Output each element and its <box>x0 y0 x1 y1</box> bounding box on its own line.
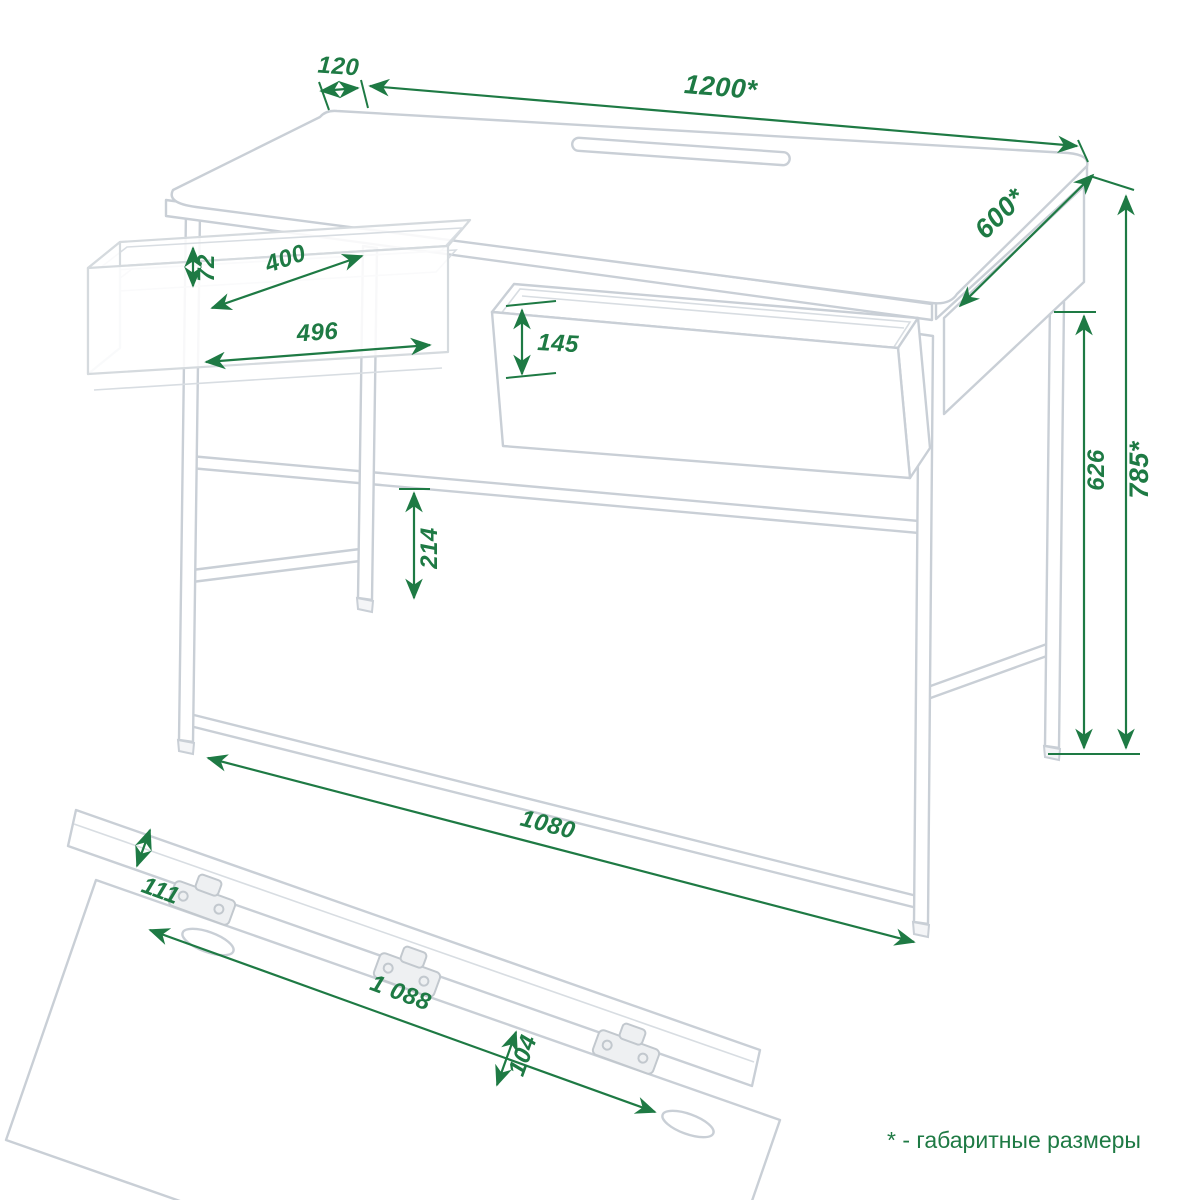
dim-width-overall: 1200* <box>368 69 1089 163</box>
extension-tick <box>360 79 369 109</box>
overall-dimensions-footnote: * - габаритные размеры <box>887 1127 1141 1153</box>
dim-height-overall: 785* <box>1089 175 1154 750</box>
dim-label-underframe-height: 626 <box>1083 449 1110 491</box>
rear-left-foot <box>355 596 375 614</box>
extension-tick <box>505 300 557 307</box>
dim-label-top-overhang: 120 <box>317 52 360 82</box>
dim-label-height-overall: 785* <box>1124 440 1154 499</box>
dimension-line <box>210 254 364 310</box>
dim-label-drawer-front-height: 145 <box>537 329 580 358</box>
bracket-screw <box>213 903 225 915</box>
dim-stretcher-clearance: 214 <box>399 488 443 600</box>
bracket-tab <box>194 873 223 897</box>
right-drawer <box>490 282 932 480</box>
left-drawer <box>86 218 472 391</box>
rear-right-leg <box>1043 298 1066 750</box>
right-drawer-front <box>490 310 912 480</box>
dim-leg-span: 1080 <box>206 754 916 946</box>
dim-label-drawer-rim-height: 72 <box>193 254 220 282</box>
bottom-stretcher <box>188 712 927 912</box>
dim-top-overhang: 120 <box>317 52 369 111</box>
bracket-hardware-1 <box>167 873 237 926</box>
dimension-line <box>204 337 432 370</box>
dimension-line <box>368 78 1079 154</box>
dim-underframe-height: 626 <box>1048 311 1140 755</box>
dimension-line <box>148 928 657 1114</box>
dimension-line <box>319 80 360 99</box>
panel-cutout-right <box>661 1109 715 1139</box>
extension-tick <box>1089 175 1135 191</box>
right-drawer-bottom-line <box>521 295 905 329</box>
dim-drawer-front-height: 145 <box>505 300 580 379</box>
desk-drawing <box>86 109 1089 939</box>
dimension-annotations: 120 1200* 600* 72 400 496 <box>184 52 1154 946</box>
dim-label-drawer-width: 496 <box>295 318 339 348</box>
dimension-line <box>495 1030 518 1087</box>
bracket-screw <box>177 890 189 902</box>
extension-tick <box>318 81 330 111</box>
dimension-line <box>206 754 916 946</box>
panel-detail-drawing: 111 1 088 104 <box>4 808 782 1200</box>
extension-tick <box>1077 139 1089 163</box>
front-right-foot <box>911 920 931 939</box>
dim-label-stretcher-clearance: 214 <box>416 527 443 570</box>
left-side-stretcher <box>190 546 370 584</box>
dim-drawer-width: 496 <box>204 318 432 370</box>
front-left-foot <box>176 738 196 756</box>
dimension-line <box>135 828 152 868</box>
right-side-stretcher <box>923 638 1060 702</box>
dimension-line <box>958 173 1095 308</box>
left-drawer-slide <box>93 367 443 391</box>
dim-label-width-overall: 1200* <box>683 69 759 105</box>
extension-tick <box>505 372 557 379</box>
